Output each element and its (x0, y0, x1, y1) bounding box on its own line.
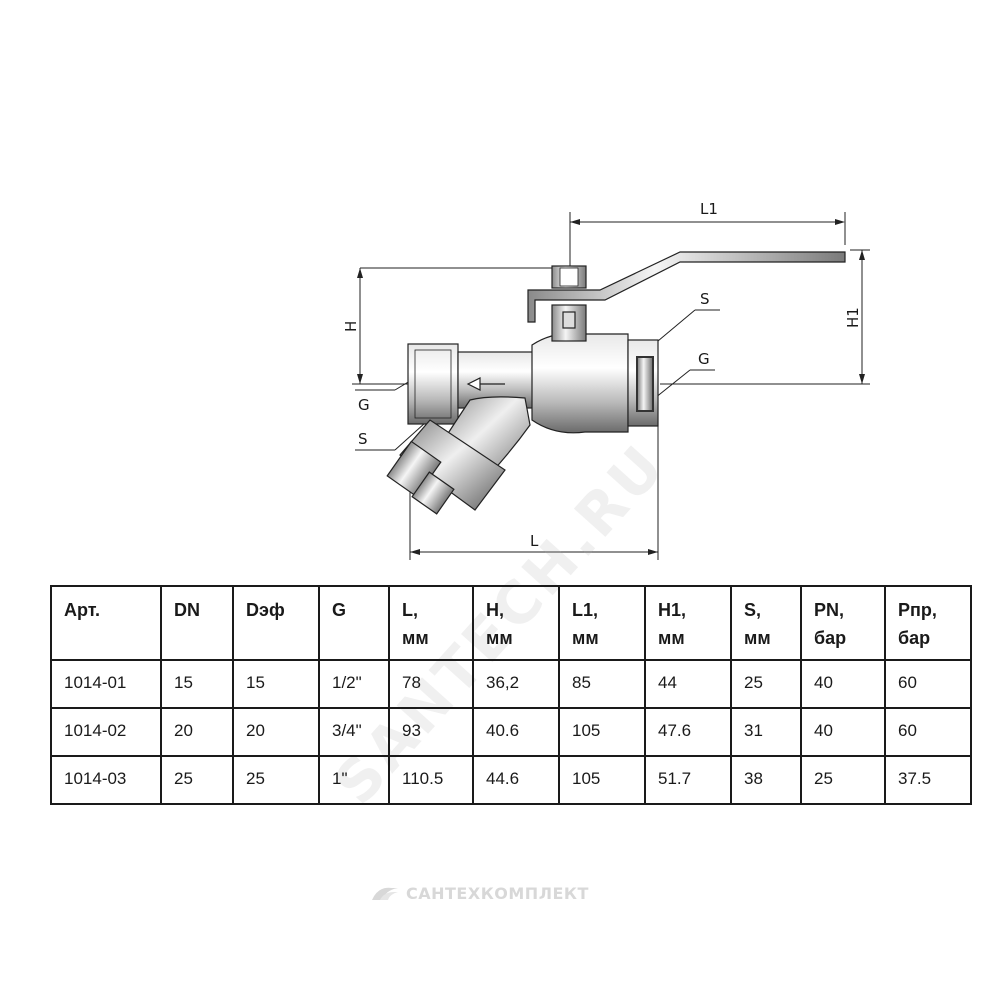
header-cell: PN,бар (800, 585, 886, 661)
table-cell: 105 (558, 707, 646, 757)
header-cell: H1,мм (644, 585, 732, 661)
label-S-top: S (700, 290, 710, 308)
table-cell: 1" (318, 755, 390, 805)
table-cell: 25 (730, 659, 802, 709)
table-cell: 51.7 (644, 755, 732, 805)
table-cell: 60 (884, 707, 972, 757)
label-H: H (342, 321, 360, 332)
table-cell: 93 (388, 707, 474, 757)
table-header-row: Арт. DN Dэф G L,мм H,мм L1,мм H1,мм S,мм… (50, 585, 972, 661)
table-cell: 37.5 (884, 755, 972, 805)
valve-body (386, 251, 846, 515)
header-cell: L,мм (388, 585, 474, 661)
table-cell: 1014-02 (50, 707, 162, 757)
table-cell: 78 (388, 659, 474, 709)
table-cell: 15 (232, 659, 320, 709)
table-cell: 1014-03 (50, 755, 162, 805)
table-cell: 44.6 (472, 755, 560, 805)
table-cell: 1014-01 (50, 659, 162, 709)
table-row: 1014-03 25 25 1" 110.5 44.6 105 51.7 38 … (50, 755, 972, 805)
header-cell: L1,мм (558, 585, 646, 661)
logo-text: САНТЕХКОМПЛЕКТ (406, 883, 589, 903)
header-cell: Dэф (232, 585, 320, 661)
label-S-left: S (358, 430, 368, 448)
table-cell: 47.6 (644, 707, 732, 757)
table-cell: 15 (160, 659, 234, 709)
table-cell: 40 (800, 659, 886, 709)
label-H1: H1 (844, 307, 862, 328)
table-cell: 105 (558, 755, 646, 805)
label-L1: L1 (700, 200, 718, 218)
table-cell: 25 (232, 755, 320, 805)
footer-logo: САНТЕХКОМПЛЕКТ (370, 882, 589, 904)
table-cell: 40.6 (472, 707, 560, 757)
table-cell: 36,2 (472, 659, 560, 709)
table-cell: 110.5 (388, 755, 474, 805)
header-cell: Рпр,бар (884, 585, 972, 661)
table-row: 1014-01 15 15 1/2" 78 36,2 85 44 25 40 6… (50, 659, 972, 709)
spec-table: Арт. DN Dэф G L,мм H,мм L1,мм H1,мм S,мм… (50, 585, 972, 805)
label-G-left: G (358, 396, 370, 414)
label-L: L (530, 532, 539, 550)
table-cell: 20 (232, 707, 320, 757)
table-cell: 20 (160, 707, 234, 757)
table-cell: 25 (160, 755, 234, 805)
table-cell: 38 (730, 755, 802, 805)
table-row: 1014-02 20 20 3/4" 93 40.6 105 47.6 31 4… (50, 707, 972, 757)
table-cell: 60 (884, 659, 972, 709)
dimension-arrows (357, 219, 865, 555)
logo-mark-icon (372, 887, 398, 900)
table-cell: 25 (800, 755, 886, 805)
header-cell: H,мм (472, 585, 560, 661)
table-cell: 40 (800, 707, 886, 757)
table-cell: 3/4" (318, 707, 390, 757)
header-cell: Арт. (50, 585, 162, 661)
valve-technical-drawing: L1 H H1 L S G G S (342, 200, 870, 560)
label-G-right: G (698, 350, 710, 368)
table-cell: 31 (730, 707, 802, 757)
header-cell: G (318, 585, 390, 661)
header-cell: DN (160, 585, 234, 661)
table-cell: 44 (644, 659, 732, 709)
header-cell: S,мм (730, 585, 802, 661)
table-cell: 85 (558, 659, 646, 709)
table-cell: 1/2" (318, 659, 390, 709)
